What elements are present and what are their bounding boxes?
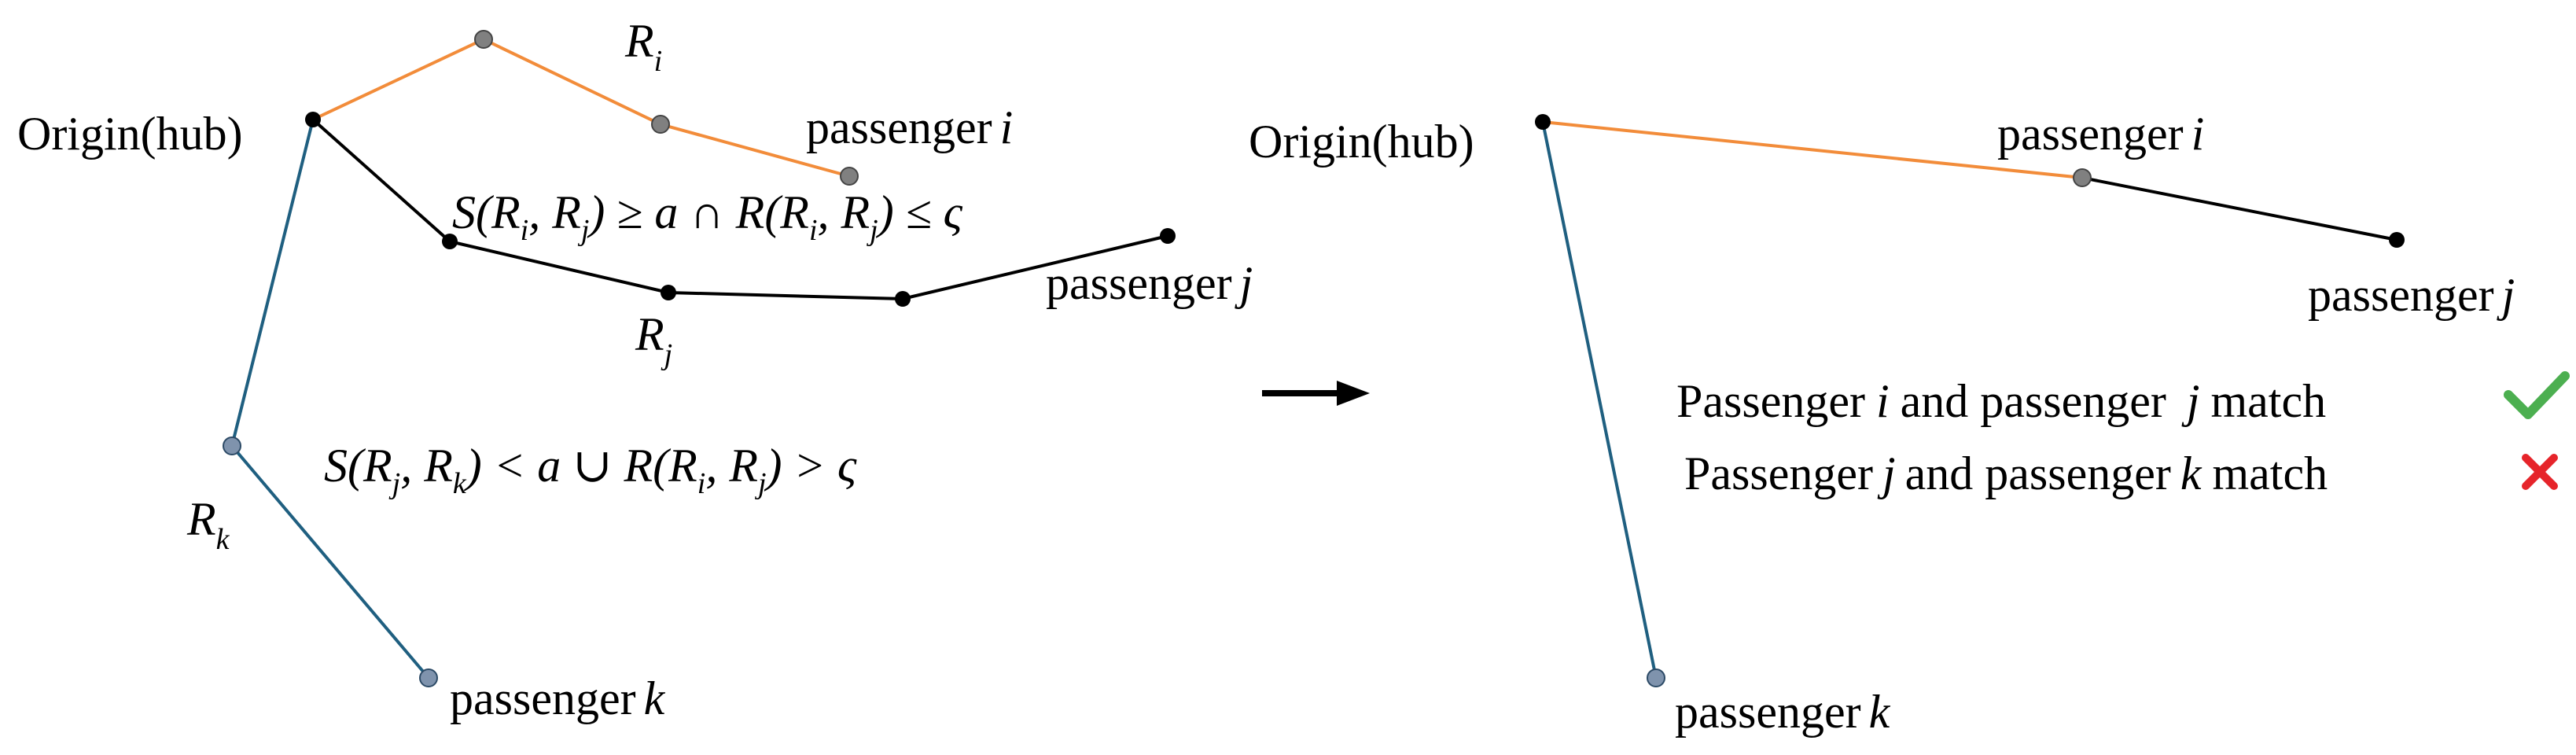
route-j-line xyxy=(2081,176,2398,241)
passenger-j-node xyxy=(1160,228,1176,244)
passenger-k-node xyxy=(1647,668,1665,687)
route-j-node xyxy=(895,291,911,307)
passenger-j-node xyxy=(2389,232,2405,248)
passenger-i-node xyxy=(840,167,859,186)
route-k-label: Rk xyxy=(186,493,230,556)
route-k-line xyxy=(230,119,430,680)
route-k-node xyxy=(223,436,241,455)
route-i-label: Ri xyxy=(624,15,662,78)
origin-node xyxy=(305,112,321,127)
route-i-node xyxy=(651,115,670,134)
passenger-i-node xyxy=(2073,168,2092,187)
route-i-line xyxy=(312,37,850,178)
route-j-node xyxy=(661,285,676,300)
origin-label: Origin(hub) xyxy=(17,108,243,160)
origin-label: Origin(hub) xyxy=(1249,116,1474,168)
match-condition-formula: S(Ri, Rj) ≥ a ∩ R(Ri, Rj) ≤ ς xyxy=(452,186,963,247)
route-j-label: Rj xyxy=(635,308,672,371)
passenger-k-node xyxy=(419,668,438,687)
route-k-line xyxy=(1541,121,1658,679)
nomatch-condition-formula: S(Rj, Rk) < a ∪ R(Ri, Rj) > ς xyxy=(324,440,857,500)
check-icon xyxy=(2504,371,2570,419)
route-i-node xyxy=(474,30,493,49)
route-j-node xyxy=(442,234,458,249)
cross-icon xyxy=(2522,454,2558,490)
route-i-line xyxy=(1542,120,2083,179)
right-arrow-icon xyxy=(1262,381,1370,406)
origin-node xyxy=(1535,114,1551,130)
